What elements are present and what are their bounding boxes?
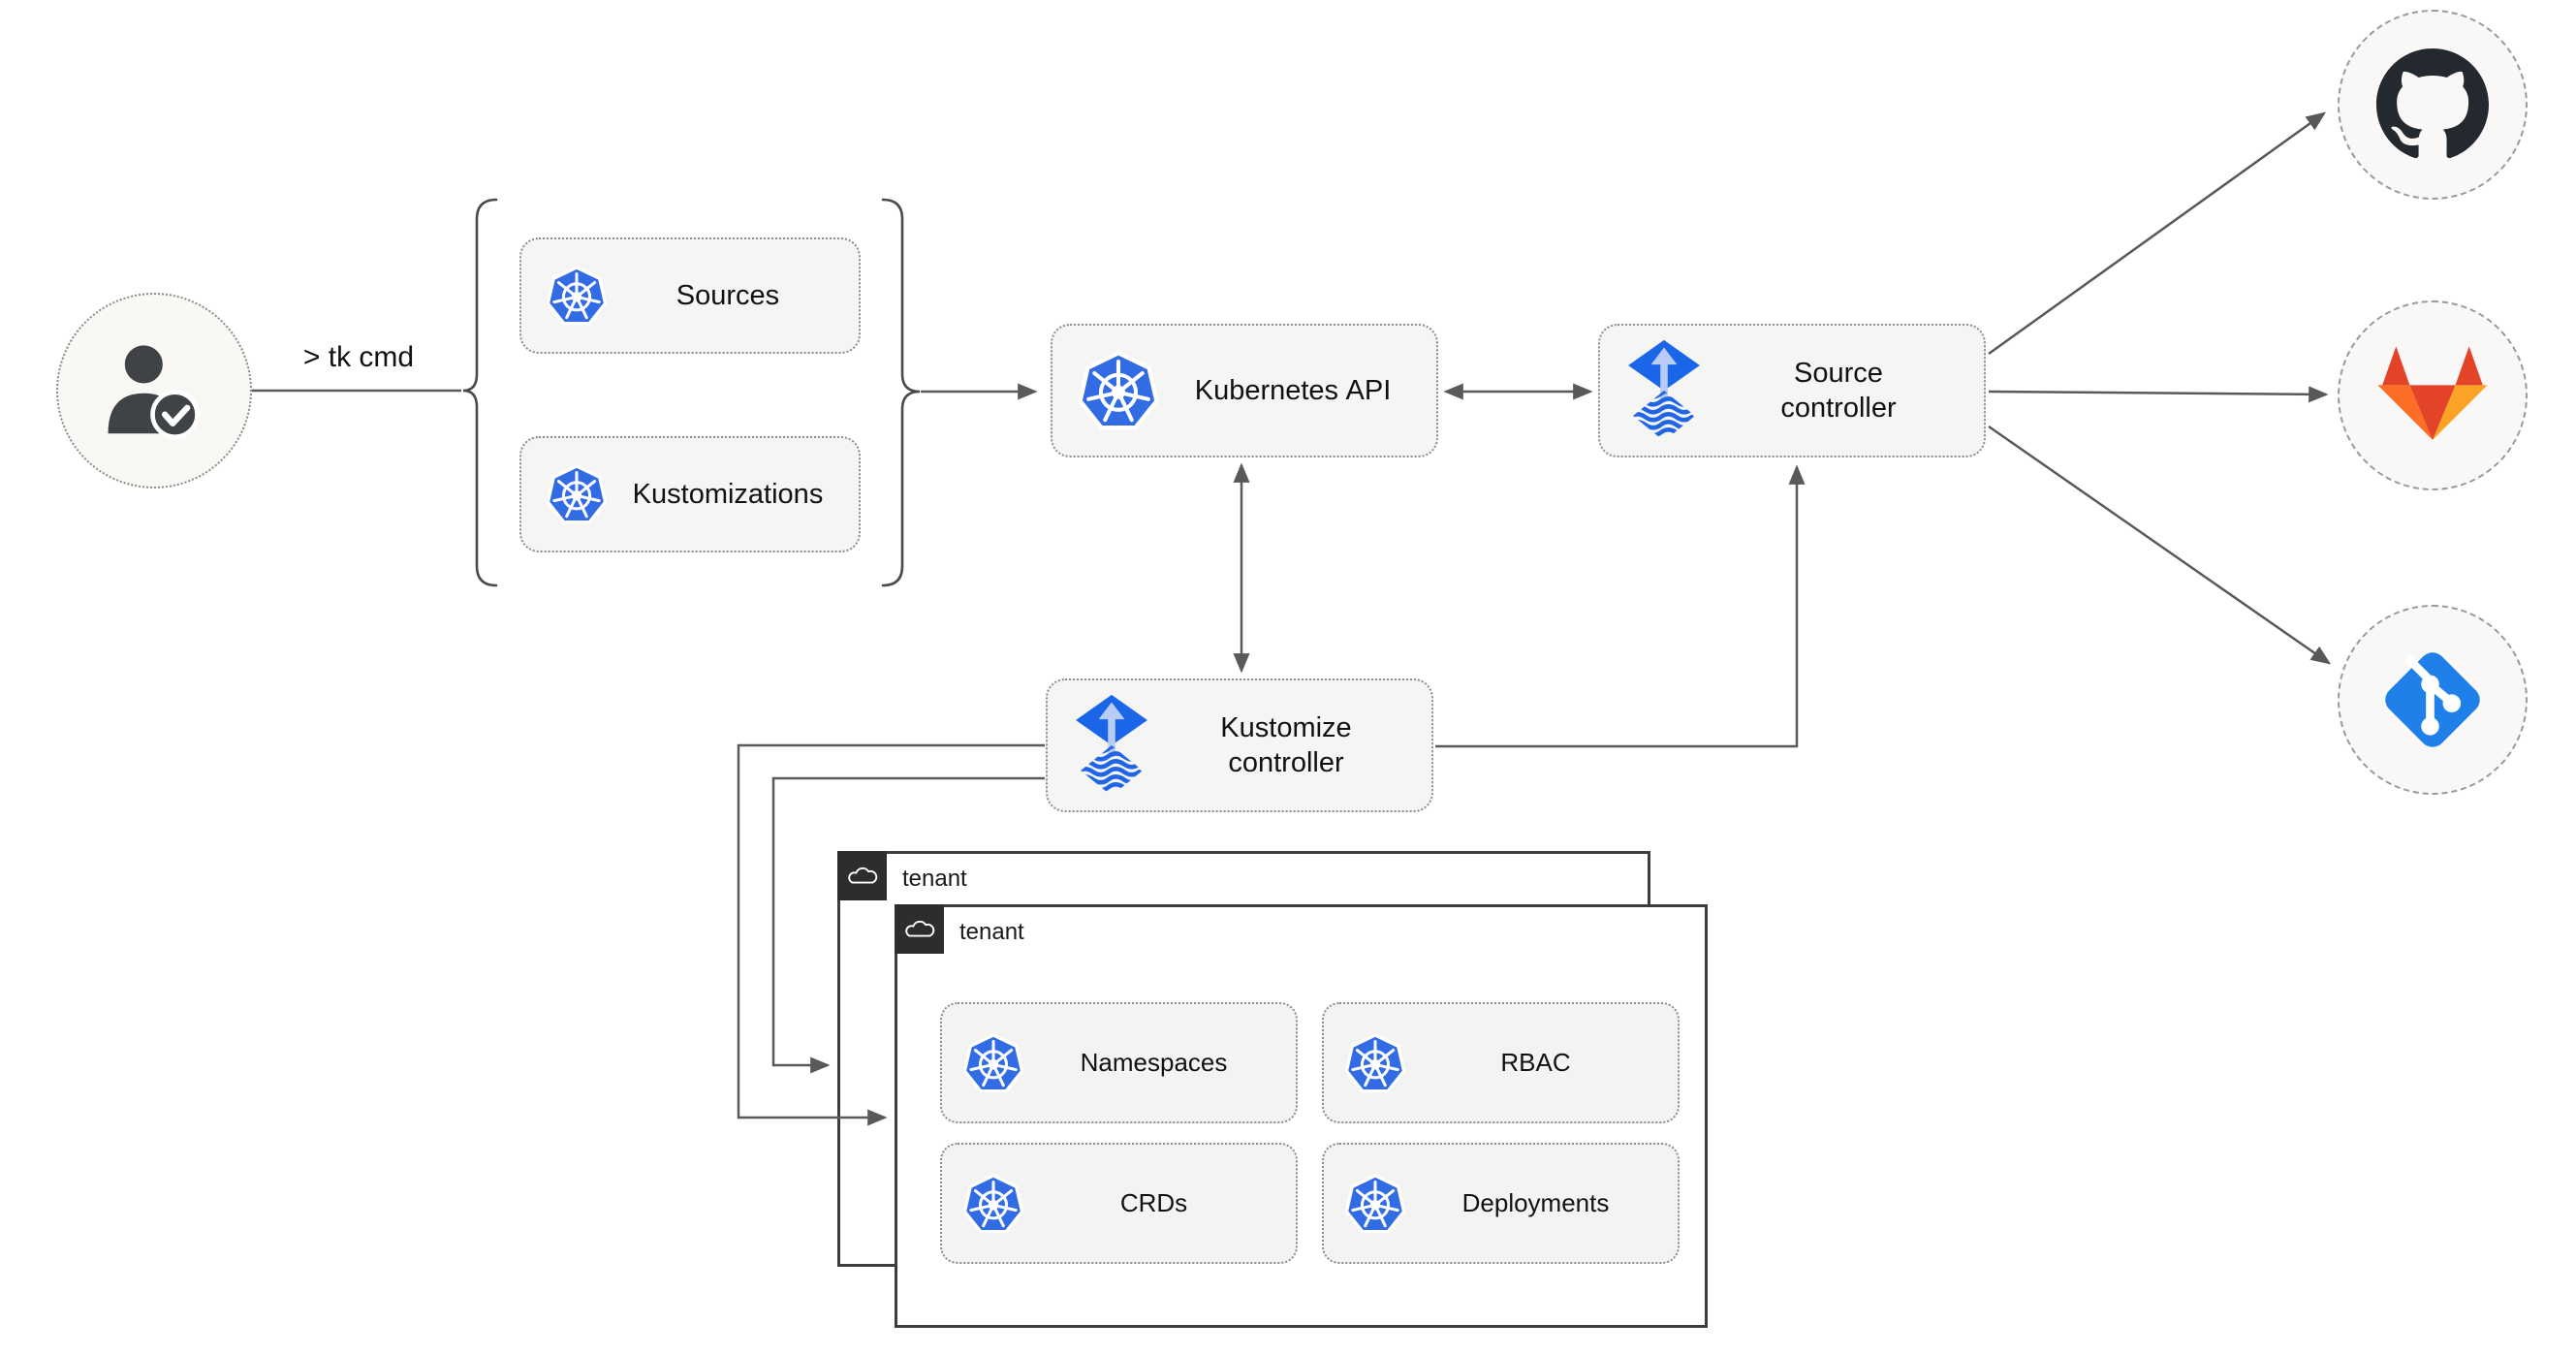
kustomize-controller-label: Kustomize controller [1220, 711, 1352, 778]
crds-label: CRDs [1119, 1188, 1188, 1217]
kubernetes-icon [1076, 348, 1161, 433]
edge-kustomize-to-source [1435, 464, 1806, 748]
namespaces-node: Namespaces [940, 1002, 1298, 1123]
sources-node: Sources [519, 237, 861, 354]
sources-label: Sources [675, 279, 780, 311]
tenant-label: tenant [959, 919, 1024, 945]
github-remote-circle [2338, 10, 2528, 200]
cli-command-label: > tk cmd [302, 341, 415, 373]
github-icon [2376, 48, 2489, 161]
flux-icon [1623, 338, 1705, 443]
git-icon [2372, 640, 2493, 760]
cloud-icon [846, 864, 879, 888]
source-controller-node: Source controller [1598, 324, 1986, 457]
git-remote-circle [2338, 605, 2528, 795]
edge-source-to-git [1988, 425, 2332, 665]
kubernetes-icon [961, 1031, 1025, 1095]
cloud-icon [903, 917, 936, 941]
kustomize-controller-node: Kustomize controller [1046, 678, 1433, 812]
tenant-corner-tile [895, 904, 944, 954]
tenant-box-front: tenant Namespaces RBAC CRDs Deployments [895, 904, 1708, 1328]
deployments-node: Deployments [1322, 1143, 1680, 1264]
flux-icon [1071, 693, 1152, 798]
deployments-label: Deployments [1461, 1188, 1610, 1217]
kubernetes-api-node: Kubernetes API [1051, 324, 1438, 457]
kubernetes-icon [961, 1172, 1025, 1236]
edge-source-to-gitlab [1988, 386, 2329, 403]
source-controller-label: Source controller [1780, 357, 1897, 424]
namespaces-label: Namespaces [1080, 1048, 1228, 1077]
gitlab-remote-circle [2338, 300, 2528, 490]
kubernetes-api-label: Kubernetes API [1194, 374, 1392, 406]
user-actor-circle [56, 293, 252, 488]
rbac-label: RBAC [1500, 1048, 1571, 1077]
gitlab-icon [2375, 344, 2490, 447]
kustomizations-label: Kustomizations [632, 478, 824, 510]
left-brace [462, 198, 498, 587]
tenant-corner-tile [837, 851, 887, 900]
kubernetes-icon [545, 264, 609, 328]
kubernetes-icon [1343, 1031, 1407, 1095]
kubernetes-icon [1343, 1172, 1407, 1236]
crds-node: CRDs [940, 1143, 1298, 1264]
rbac-node: RBAC [1322, 1002, 1680, 1123]
edge-source-to-github [1988, 111, 2327, 356]
tenant-label: tenant [902, 866, 967, 892]
kustomizations-node: Kustomizations [519, 436, 861, 552]
kubernetes-icon [545, 462, 609, 526]
right-brace [881, 198, 921, 587]
user-check-icon [97, 335, 208, 447]
